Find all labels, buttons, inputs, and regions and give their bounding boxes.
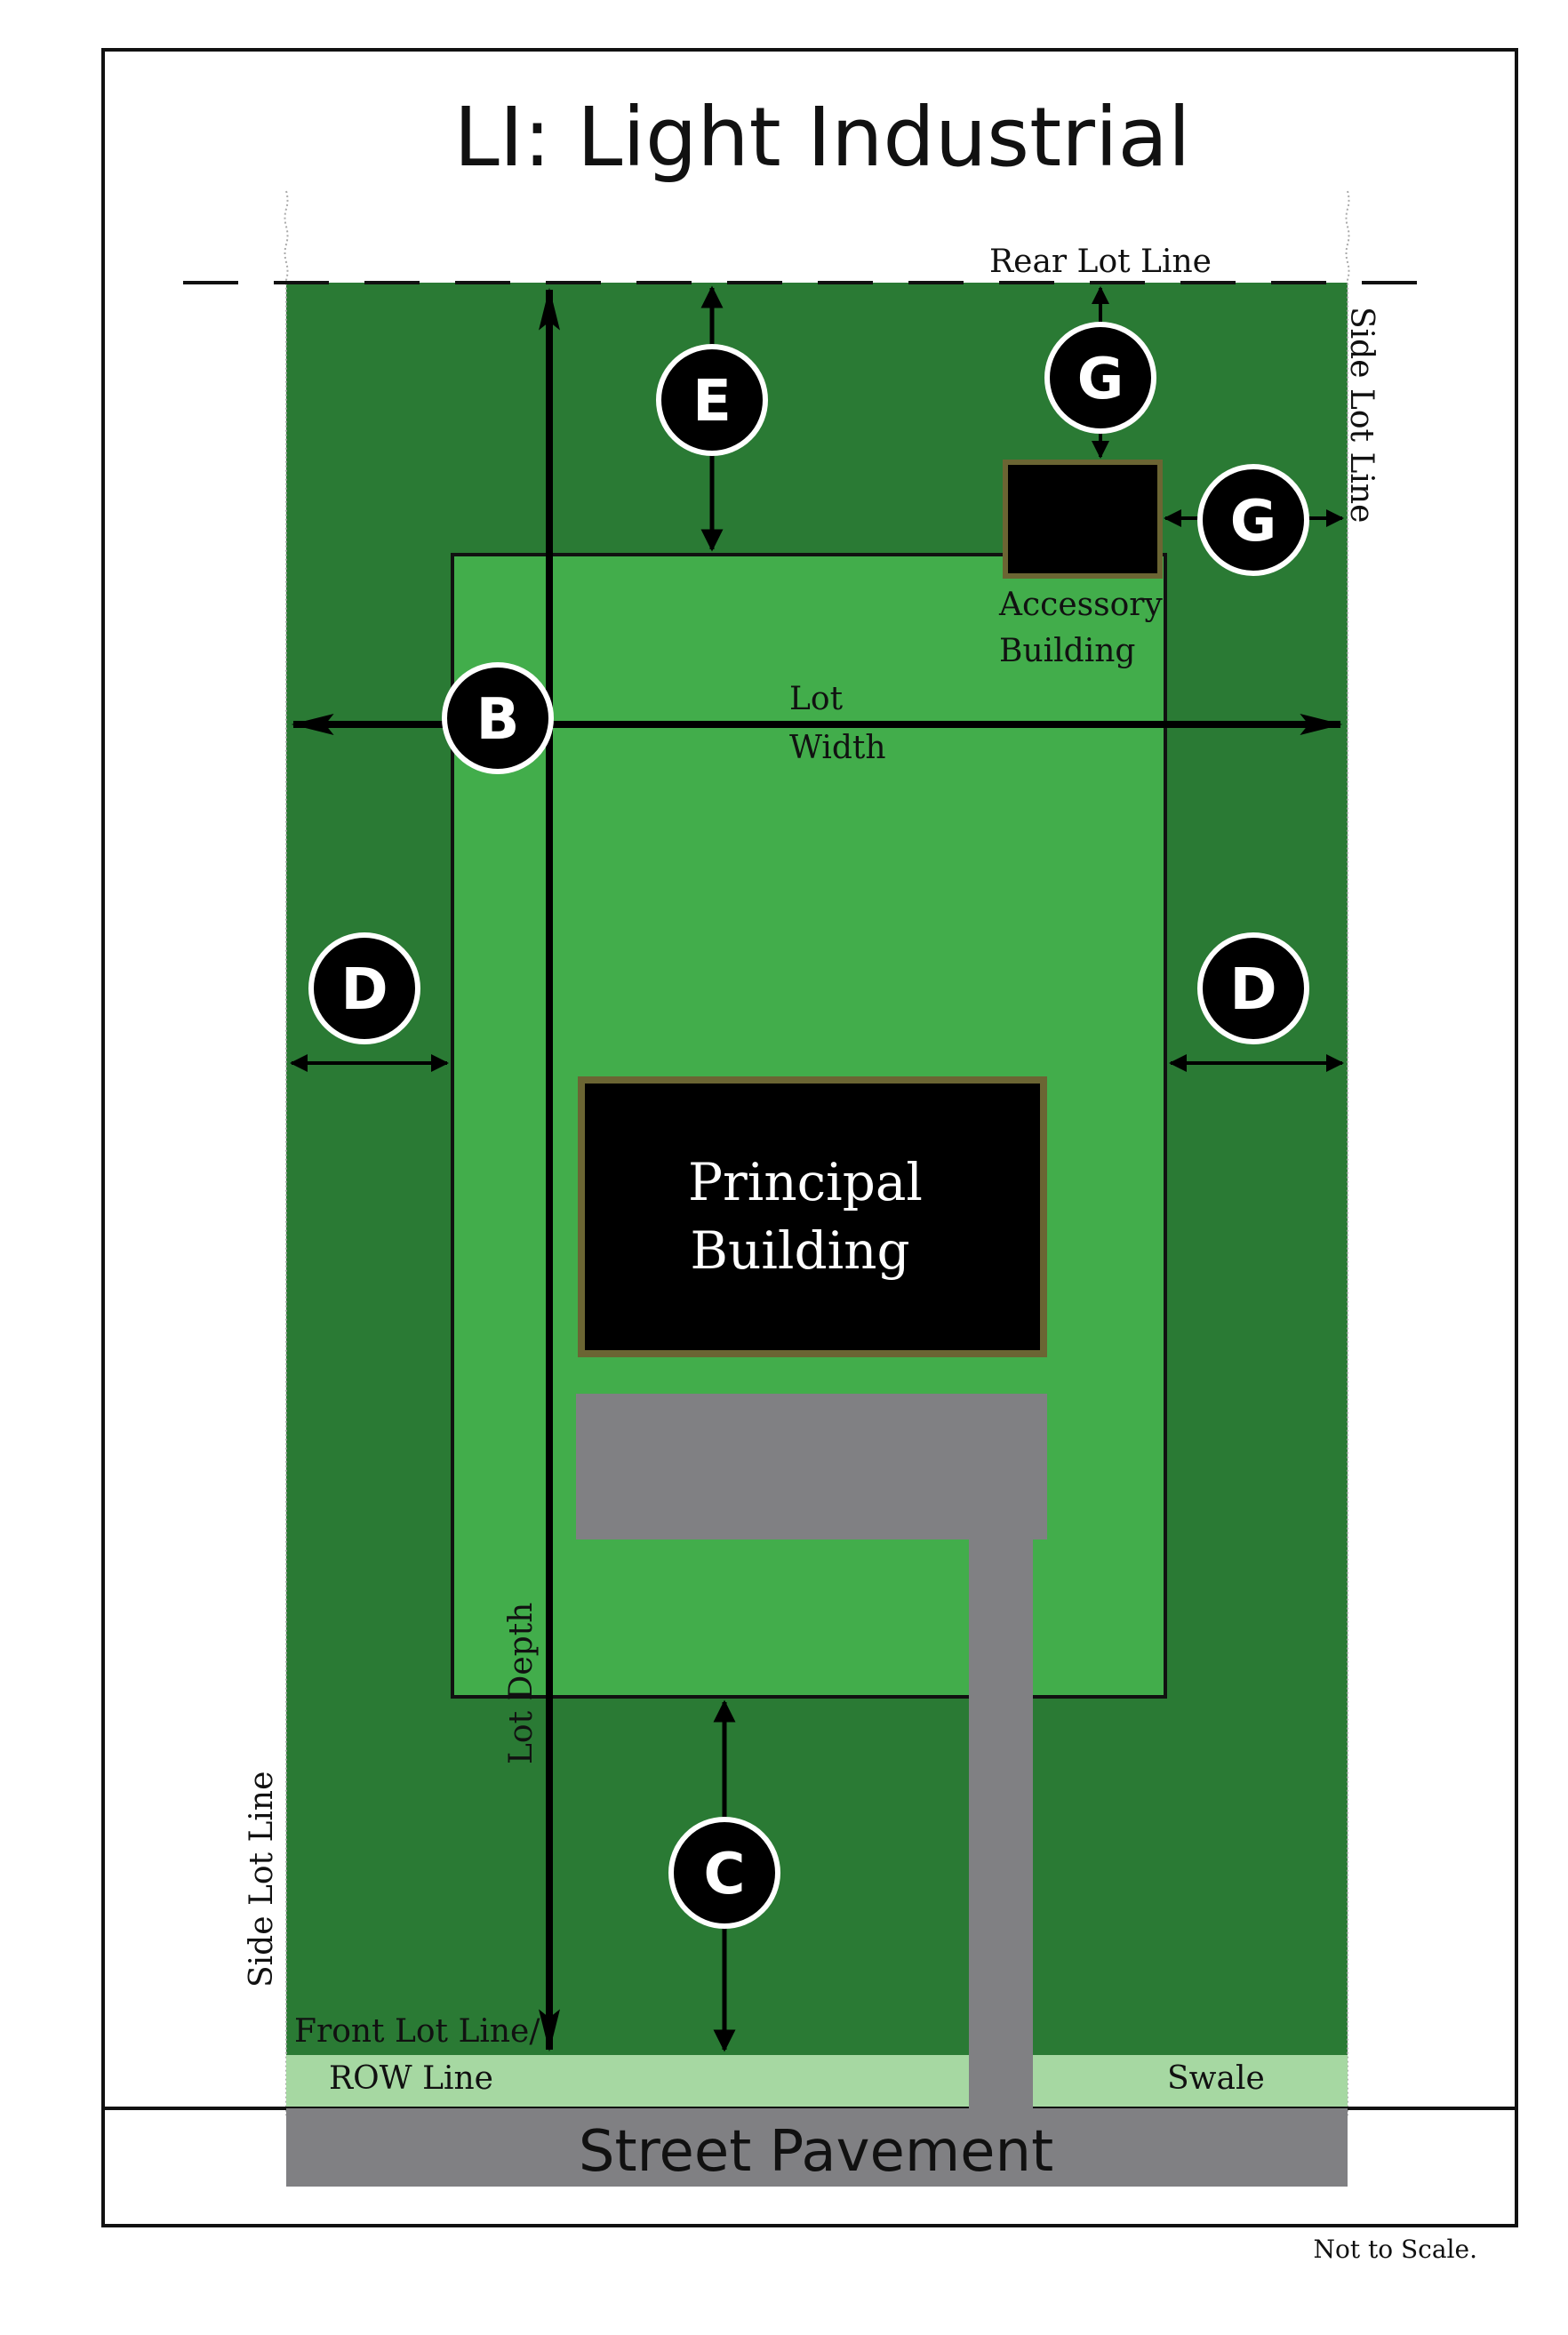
rear-lot-line-label: Rear Lot Line [989, 244, 1212, 280]
principal-building [578, 1076, 1047, 1357]
svg-text:E: E [692, 369, 732, 435]
marker-e: E [656, 344, 768, 456]
svg-text:G: G [1230, 489, 1277, 555]
marker-b: B [442, 662, 554, 774]
not-to-scale-note: Not to Scale. [1313, 2235, 1477, 2264]
row-strip [286, 2055, 1348, 2108]
svg-text:C: C [704, 1842, 746, 1907]
accessory-building-label-2: Building [999, 633, 1135, 669]
accessory-building-label-1: Accessory [998, 587, 1163, 623]
svg-text:D: D [340, 957, 388, 1023]
lot-depth-label: Lot Depth [503, 1603, 540, 1764]
accessory-building [1003, 460, 1163, 579]
street-pavement-label: Street Pavement [579, 2119, 1053, 2185]
driveway-pad [576, 1394, 1047, 1539]
marker-g-side: G [1197, 464, 1309, 576]
side-lot-line-right-rule [1345, 190, 1350, 2115]
diagram-title: LI: Light Industrial [454, 90, 1191, 185]
outer-frame [101, 48, 1518, 2227]
svg-text:D: D [1229, 957, 1276, 1023]
principal-building-label-2: Building [690, 1220, 909, 1281]
side-lot-line-right-label: Side Lot Line [1343, 307, 1380, 523]
principal-building-label-1: Principal [688, 1152, 923, 1212]
svg-text:B: B [476, 687, 520, 753]
side-lot-line-left-label: Side Lot Line [244, 1771, 280, 1987]
row-line-label: ROW Line [329, 2060, 493, 2097]
marker-d-left: D [308, 932, 420, 1044]
marker-c: C [668, 1817, 780, 1929]
driveway-lane [969, 1538, 1033, 2108]
front-lot-line-label: Front Lot Line/ [294, 2013, 540, 2050]
lot-width-label-2: Width [789, 730, 886, 766]
lot-width-label-1: Lot [789, 681, 844, 717]
marker-g-top: G [1044, 322, 1156, 434]
street-pavement [286, 2108, 1348, 2187]
side-lot-line-left-rule [284, 190, 289, 2115]
svg-text:G: G [1077, 347, 1124, 412]
marker-d-right: D [1197, 932, 1309, 1044]
swale-label: Swale [1167, 2060, 1265, 2097]
